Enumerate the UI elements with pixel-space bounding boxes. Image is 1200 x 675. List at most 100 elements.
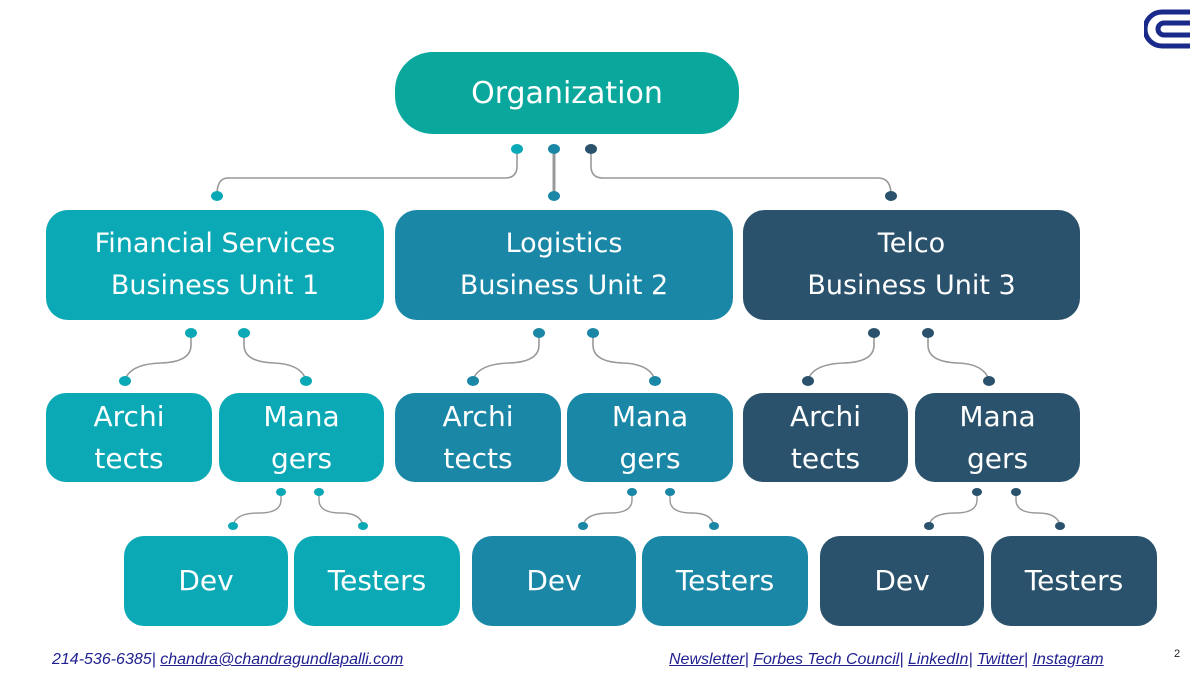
brand-logo: [1142, 8, 1192, 54]
leaf-node-testers: Testers: [642, 536, 808, 626]
connector-line: [928, 492, 978, 526]
connector-dot: [587, 328, 599, 338]
role-label-line2: gers: [270, 441, 333, 475]
separator: |: [151, 651, 156, 668]
role-node-architects: Archi tects: [395, 393, 561, 482]
separator: |: [744, 651, 749, 668]
separator: |: [899, 651, 904, 668]
bu-node-logistics: Logistics Business Unit 2: [395, 210, 733, 320]
connector-dot: [972, 488, 982, 496]
leaf-node-dev: Dev: [820, 536, 984, 626]
footer-links: Newsletter| Forbes Tech Council| LinkedI…: [669, 651, 1104, 669]
connector-dot: [802, 376, 814, 386]
role-label-line1: Archi: [442, 399, 514, 433]
connector-dot: [649, 376, 661, 386]
leaf-node-dev: Dev: [472, 536, 636, 626]
connector-dot: [211, 191, 223, 201]
separator: |: [968, 651, 973, 668]
connector-dot: [300, 376, 312, 386]
connector-dot: [1055, 522, 1065, 530]
leaf-label: Testers: [1024, 563, 1124, 597]
phone-number: 214-536-6385: [52, 651, 152, 668]
leaf-node-testers: Testers: [294, 536, 460, 626]
instagram-link[interactable]: Instagram: [1032, 651, 1104, 668]
bu-node-line1: Logistics: [505, 228, 623, 259]
connector-dot: [358, 522, 368, 530]
leaf-label: Dev: [874, 563, 930, 597]
connector-line: [318, 492, 364, 526]
connector-dot: [885, 191, 897, 201]
connector-dot: [314, 488, 324, 496]
connector-dot: [119, 376, 131, 386]
role-label-line1: Archi: [790, 399, 861, 433]
connector-line: [590, 150, 892, 196]
connector-dot: [585, 144, 597, 154]
role-label-line2: gers: [966, 441, 1029, 475]
role-label-line1: Mana: [959, 399, 1036, 433]
leaf-node-testers: Testers: [991, 536, 1157, 626]
role-node-managers: Mana gers: [567, 393, 733, 482]
connector-dot: [467, 376, 479, 386]
footer-contact: 214-536-6385| chandra@chandragundlapalli…: [52, 651, 403, 669]
role-label-line1: Mana: [263, 399, 340, 433]
role-label-line2: tects: [94, 441, 164, 475]
leaf-node-dev: Dev: [124, 536, 288, 626]
role-label-line1: Archi: [93, 399, 165, 433]
connector-line: [927, 334, 990, 381]
role-label-line1: Mana: [611, 399, 689, 433]
connector-line: [216, 150, 518, 196]
connector-dot: [922, 328, 934, 338]
role-node-managers: Mana gers: [915, 393, 1080, 482]
page-number: 2: [1174, 648, 1181, 660]
connector-dot: [185, 328, 197, 338]
leaf-label: Testers: [327, 563, 427, 597]
bu-node-telco: Telco Business Unit 3: [743, 210, 1080, 320]
org-node-organization: Organization: [395, 52, 739, 134]
bu-node-line2: Business Unit 3: [807, 270, 1016, 301]
separator: |: [1023, 651, 1029, 668]
connector-dot: [868, 328, 880, 338]
connector-line: [472, 334, 540, 381]
c-logo-icon: [1142, 9, 1190, 49]
connector-dot: [511, 144, 523, 154]
connector-dot: [548, 191, 560, 201]
connector-line: [124, 334, 192, 381]
connector-dot: [1011, 488, 1021, 496]
bu-node-line2: Business Unit 2: [459, 270, 669, 301]
connector-line: [807, 334, 875, 381]
connector-dot: [228, 522, 238, 530]
leaf-label: Testers: [675, 563, 775, 597]
newsletter-link[interactable]: Newsletter: [669, 651, 745, 668]
email-link[interactable]: chandra@chandragundlapalli.com: [160, 651, 404, 668]
connector-dot: [578, 522, 588, 530]
org-node-label: Organization: [471, 75, 663, 111]
connector-line: [582, 492, 633, 526]
linkedin-link[interactable]: LinkedIn: [907, 651, 969, 668]
bu-node-financial-services: Financial Services Business Unit 1: [46, 210, 384, 320]
leaf-label: Dev: [526, 563, 582, 597]
bu-node-line1: Telco: [877, 228, 946, 259]
role-label-line2: gers: [619, 441, 681, 475]
connector-line: [232, 492, 282, 526]
connector-dot: [238, 328, 250, 338]
connector-dot: [709, 522, 719, 530]
role-label-line2: tects: [443, 441, 513, 475]
twitter-link[interactable]: Twitter: [977, 651, 1024, 668]
role-node-architects: Archi tects: [743, 393, 908, 482]
connector-dot: [548, 144, 560, 154]
connector-dot: [924, 522, 934, 530]
connector-line: [592, 334, 656, 381]
connector-dot: [665, 488, 675, 496]
bu-node-line1: Financial Services: [94, 228, 336, 259]
connector-dot: [983, 376, 995, 386]
role-node-managers: Mana gers: [219, 393, 384, 482]
leaf-label: Dev: [178, 563, 234, 597]
forbes-tech-council-link[interactable]: Forbes Tech Council: [753, 651, 900, 668]
connector-dot: [533, 328, 545, 338]
connector-dot: [627, 488, 637, 496]
role-node-architects: Archi tects: [46, 393, 212, 482]
connector-dot: [276, 488, 286, 496]
role-label-line2: tects: [790, 441, 861, 475]
connector-line: [669, 492, 715, 526]
